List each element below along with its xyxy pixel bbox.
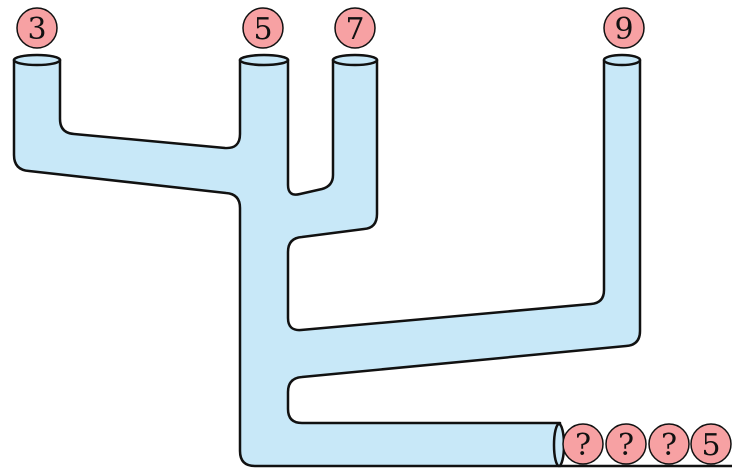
output-ball-label: ? <box>661 428 677 463</box>
output-ball-label: 5 <box>701 428 720 463</box>
input-ball-label: 5 <box>253 12 272 47</box>
output-ball-label: ? <box>618 428 634 463</box>
input-ball-label: 3 <box>27 12 46 47</box>
output-ball-label: ? <box>575 428 591 463</box>
output-ball-2: ? <box>605 423 647 465</box>
output-ball-3: ? <box>648 423 690 465</box>
input-ball-label: 9 <box>614 12 633 47</box>
input-ball-label: 7 <box>345 12 364 47</box>
input-ball-9: 9 <box>603 7 645 49</box>
pipe-mouth-4 <box>602 53 642 67</box>
pipe-mouth-1 <box>12 53 62 67</box>
pipe-mouth-3 <box>331 53 379 67</box>
input-ball-3: 3 <box>16 7 58 49</box>
output-ball-1: ? <box>562 423 604 465</box>
pipe-network <box>12 58 642 468</box>
pipe-mouth-2 <box>238 53 290 67</box>
input-ball-5: 5 <box>242 7 284 49</box>
input-ball-7: 7 <box>334 7 376 49</box>
output-ball-4: 5 <box>690 423 732 465</box>
